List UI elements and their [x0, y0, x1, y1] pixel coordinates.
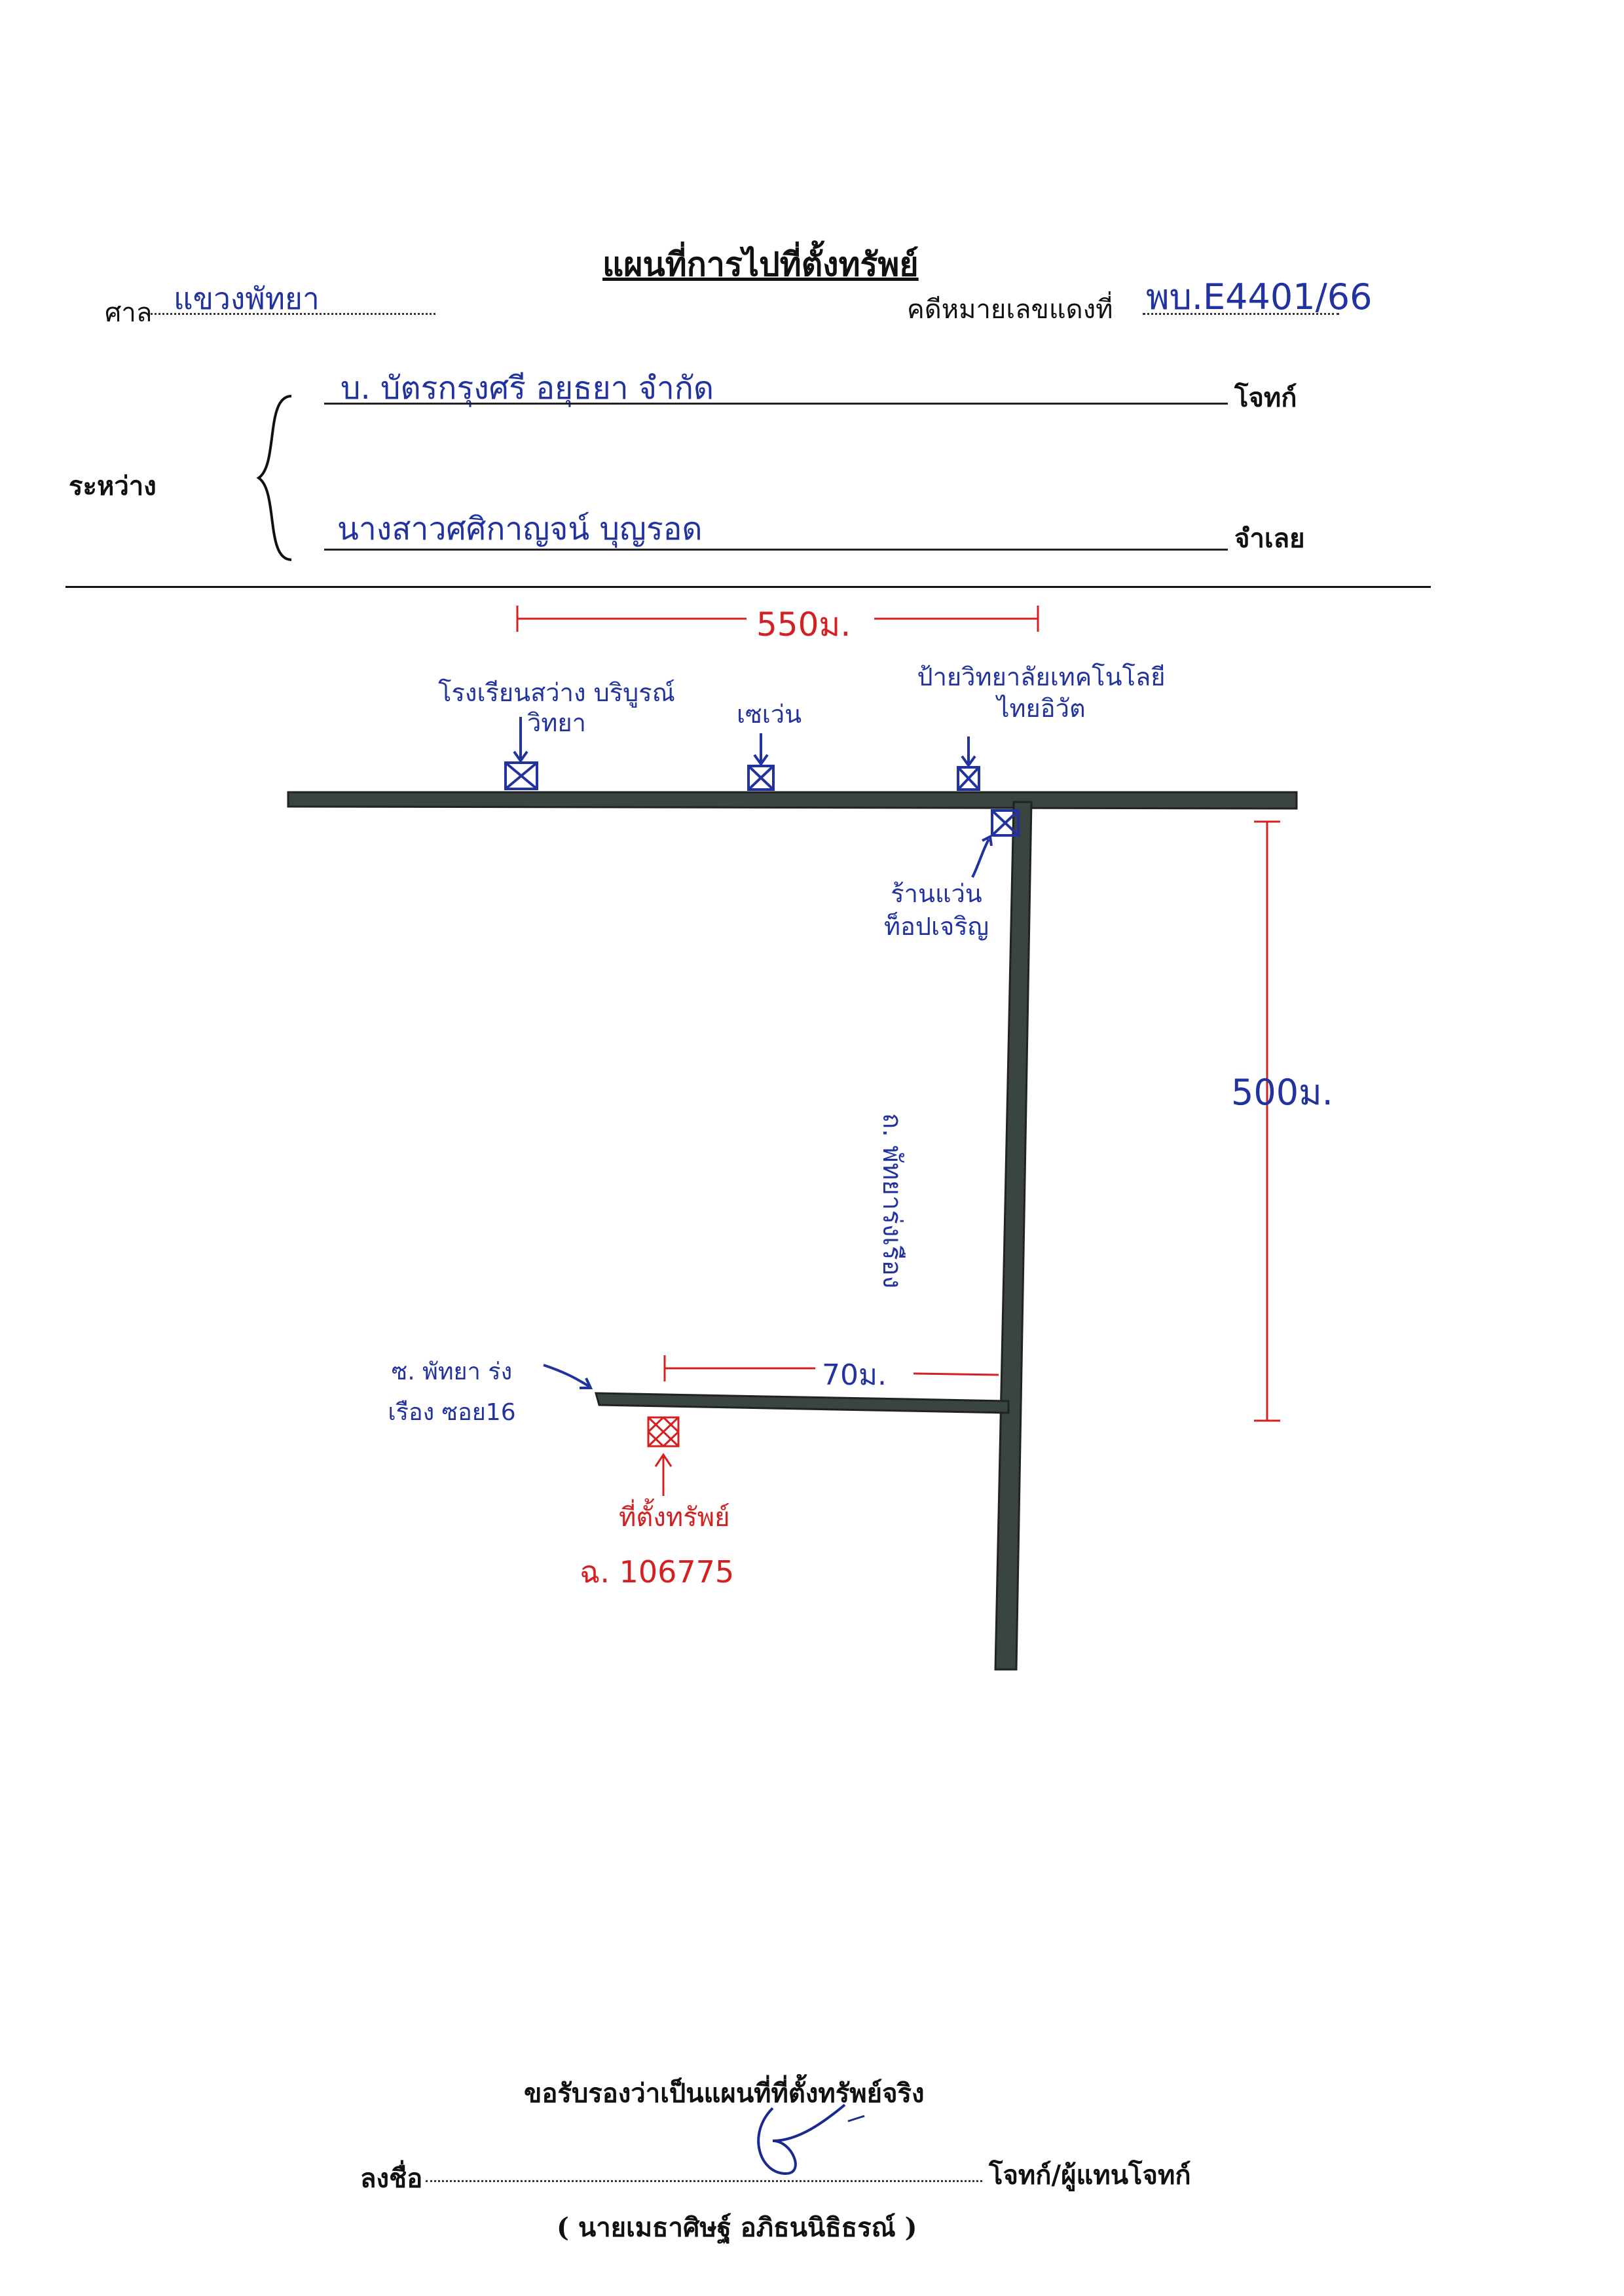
- school-marker-icon: [504, 717, 538, 790]
- case-number-line: [1143, 313, 1339, 315]
- signer-name: ( นายเมธาศิษฐ์ อภิธนนิธิธรณ์ ): [557, 2212, 917, 2243]
- side-road-pattaya-rungrueang: [994, 801, 1033, 1671]
- signature-label: ลงชื่อ: [360, 2163, 423, 2194]
- property-location-marker-icon: [647, 1416, 680, 1496]
- soi-arrow-icon: [543, 1364, 593, 1389]
- defendant-value: นางสาวศศิกาญจน์ บุญรอด: [337, 511, 703, 547]
- property-deed-number: ฉ. 106775: [580, 1554, 735, 1590]
- between-label: ระหว่าง: [69, 471, 157, 501]
- case-number-label: คดีหมายเลขแดงที่: [907, 295, 1113, 325]
- court-value: แขวงพัทยา: [174, 281, 320, 316]
- tech-college-sign-marker-icon: [957, 737, 980, 791]
- property-label: ที่ตั้งทรัพย์: [619, 1503, 730, 1533]
- case-number-value: พบ.E4401/66: [1146, 276, 1373, 318]
- signature-mark: [757, 2104, 865, 2176]
- landmark-seven-eleven-label: เซเว่น: [737, 700, 802, 729]
- distance-550m-label: 550ม.: [756, 606, 851, 644]
- certify-statement: ขอรับรองว่าเป็นแผนที่ที่ตั้งทรัพย์จริง: [524, 2078, 925, 2109]
- main-road: [287, 791, 1298, 810]
- landmark-school-label: โรงเรียนสว่าง บริบูรณ์วิทยา: [438, 678, 675, 737]
- landmark-optical-shop-label: ร้านแว่น ท็อปเจริญ: [883, 879, 989, 941]
- distance-500m-marker: [1254, 820, 1280, 1422]
- brace-icon: [256, 395, 292, 561]
- defendant-label: จำเลย: [1234, 523, 1305, 554]
- header-divider: [65, 586, 1431, 588]
- signature-role: โจทก์/ผู้แทนโจทก์: [989, 2160, 1191, 2191]
- plaintiff-line: [324, 403, 1228, 405]
- distance-500m-label: 500ม.: [1231, 1072, 1333, 1113]
- landmark-tech-college-label: ป้ายวิทยาลัยเทคโนโลยีไทยอิวัต: [917, 663, 1166, 723]
- soi-name-label: ซ. พัทยา ร่งเรือง ซอย16: [388, 1358, 516, 1426]
- defendant-line: [324, 549, 1228, 551]
- distance-70m-label: 70ม.: [822, 1358, 887, 1392]
- court-label: ศาล: [105, 298, 153, 328]
- plaintiff-label: โจทก์: [1234, 382, 1297, 413]
- court-field-line: [151, 313, 435, 315]
- road-name-label: ถ. พัทยาร่งเรือง: [877, 1113, 907, 1289]
- signature-line: [426, 2180, 982, 2182]
- distance-70m-marker: [663, 1355, 999, 1381]
- optical-shop-marker-icon: [971, 809, 1020, 878]
- plaintiff-value: บ. บัตรกรุงศรี อยุธยา จำกัด: [341, 370, 714, 407]
- soi-16-road: [595, 1392, 1010, 1414]
- seven-eleven-marker-icon: [747, 733, 775, 791]
- distance-550m-marker: [516, 606, 1039, 632]
- page-title: แผนที่การไปที่ตั้งทรัพย์: [602, 245, 919, 283]
